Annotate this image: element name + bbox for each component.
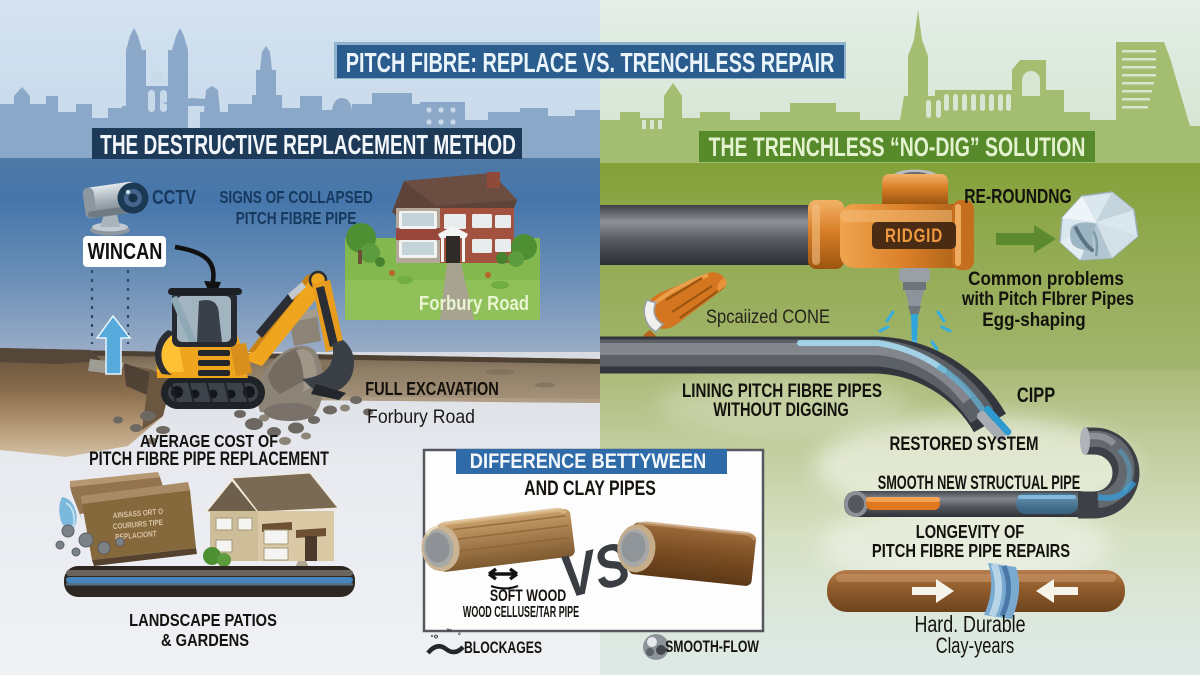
svg-text:RIDGID: RIDGID <box>885 224 943 246</box>
svg-text:PITCH FIBRE PIPE REPLACEMENT: PITCH FIBRE PIPE REPLACEMENT <box>89 448 329 469</box>
svg-text:Egg-shaping: Egg-shaping <box>982 309 1085 330</box>
svg-text:Spcaiized CONE: Spcaiized CONE <box>706 306 830 327</box>
svg-text:SOFT WOOD: SOFT WOOD <box>490 587 566 605</box>
svg-text:CIPP: CIPP <box>1017 383 1055 406</box>
svg-text:Hard. Durable: Hard. Durable <box>914 612 1025 638</box>
svg-text:LINING PITCH FIBRE PIPES: LINING PITCH FIBRE PIPES <box>682 379 882 401</box>
svg-text:Forbury Road: Forbury Road <box>367 405 475 427</box>
svg-text:PITCH FIBRE PIPE REPAIRS: PITCH FIBRE PIPE REPAIRS <box>872 540 1070 561</box>
svg-text:LONGEVITY OF: LONGEVITY OF <box>916 521 1024 542</box>
svg-text:SMOOTH-FLOW: SMOOTH-FLOW <box>665 638 759 656</box>
svg-text:CCTV: CCTV <box>152 185 197 208</box>
svg-text:THE TRENCHLESS “NO-DIG” SOLUTI: THE TRENCHLESS “NO-DIG” SOLUTION <box>709 132 1086 162</box>
svg-text:SIGNS OF COLLAPSED: SIGNS OF COLLAPSED <box>219 188 372 207</box>
svg-text:°o: °o <box>430 632 439 642</box>
svg-text:AND CLAY PIPES: AND CLAY PIPES <box>524 477 656 501</box>
svg-text:°: ° <box>458 632 461 640</box>
svg-text:º°: º° <box>446 627 453 636</box>
svg-text:& GARDENS: & GARDENS <box>161 631 249 651</box>
svg-text:Forbury Road: Forbury Road <box>419 291 529 314</box>
svg-text:PITCH FIBRE: REPLACE VS. TRENC: PITCH FIBRE: REPLACE VS. TRENCHLESS REPA… <box>346 48 835 79</box>
svg-text:COURUIRS TIPE: COURUIRS TIPE <box>113 517 164 531</box>
svg-text:Clay-years: Clay-years <box>936 634 1015 659</box>
svg-text:FULL EXCAVATION: FULL EXCAVATION <box>365 378 499 399</box>
svg-text:WITHOUT DIGGING: WITHOUT DIGGING <box>713 399 849 420</box>
svg-text:DIFFERENCE BETTYWEEN: DIFFERENCE BETTYWEEN <box>470 450 706 474</box>
svg-text:REPLACIONT: REPLACIONT <box>115 528 158 542</box>
svg-text:Common problems: Common problems <box>968 268 1124 289</box>
svg-text:BLOCKAGES: BLOCKAGES <box>464 639 542 657</box>
svg-text:SMOOTH NEW STRUCTUAL PIPE: SMOOTH NEW STRUCTUAL PIPE <box>878 473 1081 494</box>
svg-text:RESTORED SYSTEM: RESTORED SYSTEM <box>890 432 1039 454</box>
svg-text:THE DESTRUCTIVE REPLACEMENT ME: THE DESTRUCTIVE REPLACEMENT METHOD <box>100 129 516 161</box>
svg-text:WINCAN: WINCAN <box>88 239 163 265</box>
svg-text:RE-ROUNDNG: RE-ROUNDNG <box>964 185 1071 207</box>
svg-text:AVERAGE COST OF: AVERAGE COST OF <box>140 432 278 452</box>
svg-text:LANDSCAPE PATIOS: LANDSCAPE PATIOS <box>129 611 277 631</box>
svg-text:WOOD CELLUSE/TAR PIPE: WOOD CELLUSE/TAR PIPE <box>463 602 579 621</box>
svg-text:with Pitch FIbrer Pipes: with Pitch FIbrer Pipes <box>961 288 1134 310</box>
svg-text:AINSASS ORT O: AINSASS ORT O <box>112 506 163 520</box>
svg-text:PITCH FIBRE PIPE: PITCH FIBRE PIPE <box>236 209 357 228</box>
